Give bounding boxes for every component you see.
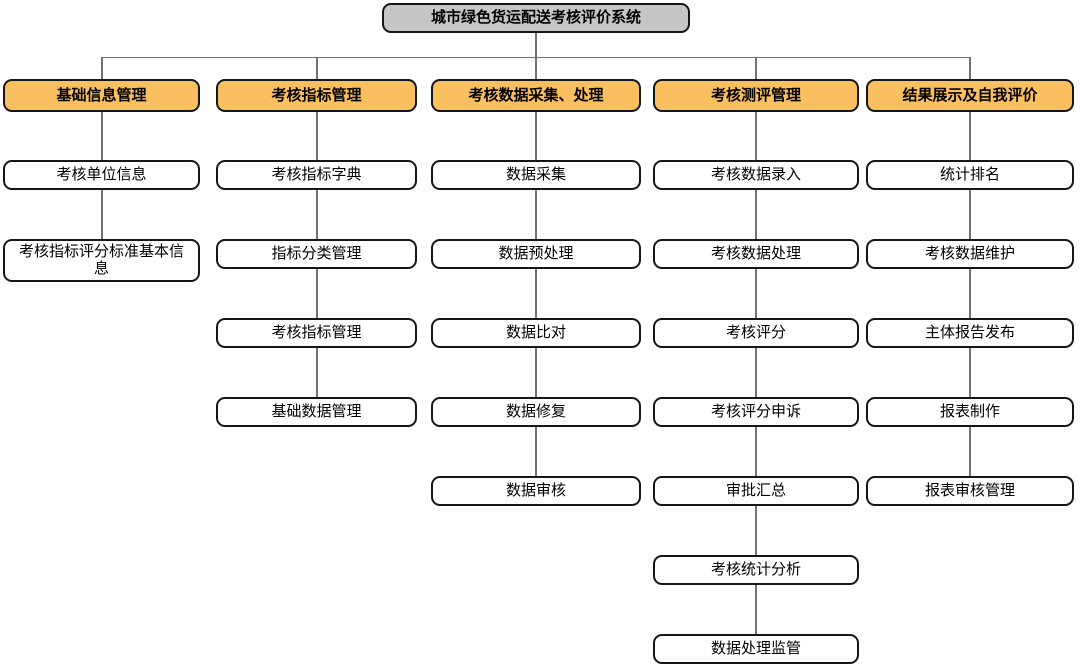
branch-header-label: 结果展示及自我评价 bbox=[902, 86, 1038, 104]
node-box: 考核评分 bbox=[653, 318, 859, 348]
connector-line bbox=[755, 585, 757, 634]
node-box-label: 考核指标评分标准基本信息 bbox=[18, 243, 184, 278]
node-box-label: 统计排名 bbox=[939, 166, 1000, 184]
branch-header: 考核测评管理 bbox=[653, 79, 859, 112]
connector-line bbox=[535, 269, 537, 318]
connector-line bbox=[755, 348, 757, 397]
connector-line bbox=[315, 269, 318, 318]
node-box-label: 审批汇总 bbox=[725, 482, 786, 500]
node-box: 考核指标评分标准基本信息 bbox=[3, 239, 200, 282]
node-box-label: 数据处理监管 bbox=[710, 640, 801, 658]
node-box-label: 数据审核 bbox=[505, 482, 566, 500]
connector-line bbox=[755, 506, 757, 555]
node-box-label: 报表审核管理 bbox=[924, 482, 1015, 500]
node-box-label: 考核评分申诉 bbox=[710, 403, 801, 421]
connector-line bbox=[535, 57, 537, 79]
node-box: 数据比对 bbox=[431, 318, 641, 348]
branch-header-label: 考核测评管理 bbox=[710, 86, 801, 104]
node-box-label: 考核数据维护 bbox=[924, 245, 1015, 263]
connector-line bbox=[535, 33, 537, 57]
node-box: 审批汇总 bbox=[653, 476, 859, 506]
connector-line bbox=[969, 190, 971, 239]
connector-line bbox=[100, 112, 103, 160]
node-box: 统计排名 bbox=[866, 160, 1074, 190]
node-box: 报表制作 bbox=[866, 397, 1074, 427]
connector-line bbox=[535, 112, 537, 160]
connector-line bbox=[535, 348, 537, 397]
node-box: 主体报告发布 bbox=[866, 318, 1074, 348]
node-box-label: 报表制作 bbox=[939, 403, 1000, 421]
connector-line bbox=[755, 57, 757, 79]
connector-line bbox=[315, 190, 318, 239]
connector-line bbox=[755, 112, 757, 160]
node-box-label: 考核数据处理 bbox=[710, 245, 801, 263]
node-box: 考核数据录入 bbox=[653, 160, 859, 190]
node-box-label: 数据比对 bbox=[505, 324, 566, 342]
connector-line bbox=[755, 190, 757, 239]
node-box-label: 数据修复 bbox=[505, 403, 566, 421]
connector-line bbox=[315, 112, 318, 160]
connector-line bbox=[969, 348, 971, 397]
node-box-label: 主体报告发布 bbox=[924, 324, 1015, 342]
node-box-label: 考核数据录入 bbox=[710, 166, 801, 184]
branch-header: 考核数据采集、处理 bbox=[431, 79, 641, 112]
node-box: 考核评分申诉 bbox=[653, 397, 859, 427]
connector-line bbox=[535, 190, 537, 239]
node-box: 指标分类管理 bbox=[216, 239, 417, 269]
node-box-label: 数据采集 bbox=[505, 166, 566, 184]
root-node: 城市绿色货运配送考核评价系统 bbox=[382, 3, 690, 33]
connector-line bbox=[100, 57, 103, 79]
node-box-label: 考核指标字典 bbox=[271, 166, 362, 184]
node-box: 报表审核管理 bbox=[866, 476, 1074, 506]
connector-line bbox=[969, 427, 971, 476]
branch-header-label: 基础信息管理 bbox=[56, 86, 147, 104]
node-box-label: 考核评分 bbox=[725, 324, 786, 342]
node-box-label: 基础数据管理 bbox=[271, 403, 362, 421]
node-box: 考核数据处理 bbox=[653, 239, 859, 269]
branch-header: 考核指标管理 bbox=[216, 79, 417, 112]
node-box-label: 数据预处理 bbox=[498, 245, 574, 263]
node-box: 数据处理监管 bbox=[653, 634, 859, 664]
root-node-label: 城市绿色货运配送考核评价系统 bbox=[430, 9, 641, 27]
node-box: 考核数据维护 bbox=[866, 239, 1074, 269]
connector-line bbox=[755, 269, 757, 318]
connector-line bbox=[100, 190, 103, 239]
branch-header-label: 考核数据采集、处理 bbox=[468, 86, 604, 104]
connector-line bbox=[969, 57, 971, 79]
node-box: 数据修复 bbox=[431, 397, 641, 427]
connector-line bbox=[315, 57, 318, 79]
node-box: 基础数据管理 bbox=[216, 397, 417, 427]
connector-line bbox=[315, 348, 318, 397]
node-box-label: 考核统计分析 bbox=[710, 561, 801, 579]
node-box: 数据预处理 bbox=[431, 239, 641, 269]
node-box: 考核指标管理 bbox=[216, 318, 417, 348]
connector-line bbox=[535, 427, 537, 476]
connector-line bbox=[969, 269, 971, 318]
node-box: 考核统计分析 bbox=[653, 555, 859, 585]
node-box-label: 考核单位信息 bbox=[56, 166, 147, 184]
branch-header-label: 考核指标管理 bbox=[271, 86, 362, 104]
node-box-label: 考核指标管理 bbox=[271, 324, 362, 342]
branch-header: 结果展示及自我评价 bbox=[866, 79, 1074, 112]
node-box: 数据审核 bbox=[431, 476, 641, 506]
connector-line bbox=[755, 427, 757, 476]
branch-header: 基础信息管理 bbox=[3, 79, 200, 112]
node-box-label: 指标分类管理 bbox=[271, 245, 362, 263]
connector-line bbox=[969, 112, 971, 160]
node-box: 数据采集 bbox=[431, 160, 641, 190]
node-box: 考核单位信息 bbox=[3, 160, 200, 190]
node-box: 考核指标字典 bbox=[216, 160, 417, 190]
